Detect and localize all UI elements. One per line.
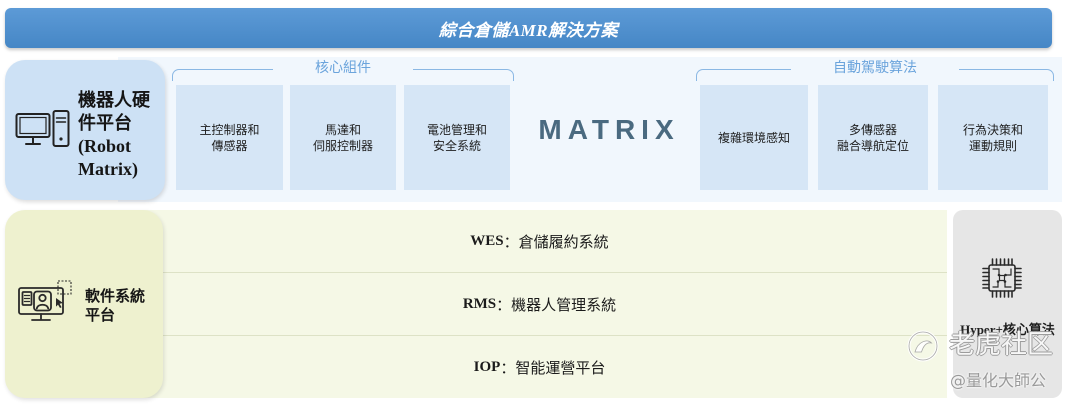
box-text-line: 安全系統 [432,138,481,153]
software-title-line: 軟件系統 [85,289,146,305]
hardware-title-line: 件平台 [78,113,132,133]
title-banner: 綜合倉儲AMR解決方案 [5,8,1052,48]
software-platform-panel: 軟件系統 平台 [5,210,163,398]
computer-icon [15,110,71,148]
system-separator: ： [503,234,519,251]
box-text-line: 電池管理和 [426,122,487,137]
system-name: 倉儲履約系統 [518,234,609,251]
system-code: IOP [473,358,501,375]
hardware-platform-panel: 機器人硬 件平台 (Robot Matrix) [5,60,165,200]
system-code: RMS [462,295,497,312]
autonomous-driving-label: 自動駕駛算法 [791,60,959,78]
system-name: 機器人管理系統 [511,297,617,314]
watermark-handle: @量化大師公 [950,371,1047,390]
system-code: WES [470,232,504,249]
box-text-line: 行為決策和 [962,122,1023,137]
system-row-iop: IOP：智能運營平台 [118,335,947,398]
core-algorithm-label: Hyper+核心算法 [960,322,1055,337]
software-platform-title: 軟件系統 平台 [85,288,145,326]
algorithm-box-perception: 複雜環境感知 [700,85,808,190]
autonomous-driving-bracket: 自動駕駛算法 [696,60,1054,81]
box-text-line: 馬達和 [324,122,361,137]
component-box-controller-sensors: 主控制器和 傳感器 [176,85,283,190]
system-name: 智能運營平台 [515,360,606,377]
core-algorithm-panel: Hyper+核心算法 [953,210,1062,398]
tiger-logo-icon [906,329,940,363]
core-components-bracket: 核心組件 [172,60,514,81]
hardware-title-line: Matrix) [78,159,138,179]
system-row-rms: RMS：機器人管理系統 [118,272,947,335]
chip-icon [980,256,1024,300]
algorithm-box-fusion-navigation: 多傳感器 融合導航定位 [818,85,928,190]
box-text-line: 融合導航定位 [836,138,909,153]
system-separator: ： [500,360,516,377]
hardware-title-line: 機器人硬 [78,90,150,110]
box-text-line: 傳感器 [211,138,248,153]
box-text-line: 伺服控制器 [312,138,373,153]
software-systems-list: WES：倉儲履約系統 RMS：機器人管理系統 IOP：智能運營平台 [118,210,947,398]
box-text-line: 複雜環境感知 [717,130,790,145]
user-monitor-icon [18,280,72,322]
component-box-motor-servo: 馬達和 伺服控制器 [290,85,396,190]
hardware-title-line: (Robot [78,136,131,156]
banner-title: 綜合倉儲AMR解決方案 [438,20,619,40]
software-title-line: 平台 [85,308,116,324]
algorithm-box-decision-motion: 行為決策和 運動規則 [938,85,1048,190]
box-text-line: 運動規則 [968,138,1017,153]
matrix-logo: MATRIX [538,114,680,145]
box-text-line: 主控制器和 [199,122,260,137]
component-box-battery-safety: 電池管理和 安全系統 [404,85,510,190]
watermark-brand: 老虎社区 [949,330,1054,360]
system-separator: ： [496,297,512,314]
system-row-wes: WES：倉儲履約系統 [118,210,947,272]
hardware-platform-title: 機器人硬 件平台 (Robot Matrix) [78,89,150,181]
box-text-line: 多傳感器 [848,122,897,137]
core-components-label: 核心組件 [273,60,413,78]
